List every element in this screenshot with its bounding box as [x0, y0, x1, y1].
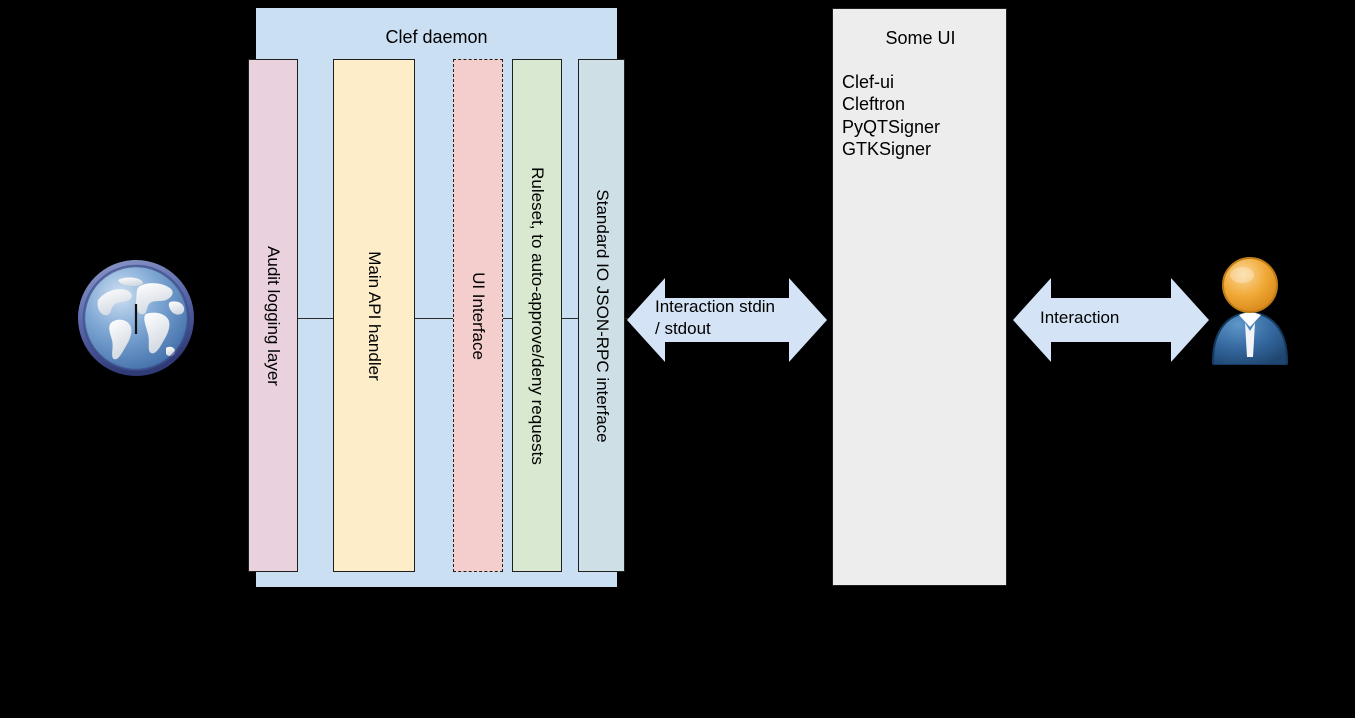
arrow-ui-to-user [1013, 272, 1209, 368]
user-icon [1205, 253, 1295, 366]
layer-label-standard-io-jsonrpc: Standard IO JSON-RPC interface [592, 188, 612, 443]
connector-audit-api [298, 318, 333, 319]
layer-label-ruleset: Ruleset, to auto-approve/deny requests [528, 166, 547, 465]
layer-box-audit-logging[interactable]: Audit logging layer [248, 59, 298, 572]
some-ui-title: Some UI [885, 28, 956, 48]
layer-box-main-api-handler[interactable]: Main API handler [333, 59, 415, 572]
connector-stdio-arrow [625, 318, 631, 319]
clef-daemon-title: Clef daemon [385, 27, 488, 47]
layer-box-standard-io-jsonrpc[interactable]: Standard IO JSON-RPC interface [578, 59, 625, 572]
some-ui-list: Clef-ui Cleftron PyQTSigner GTKSigner [842, 71, 940, 160]
arrow-label-daemon-to-ui: Interaction stdin / stdout [655, 297, 776, 338]
some-ui-panel: Some UI Clef-ui Cleftron PyQTSigner GTKS… [832, 8, 1007, 586]
list-item: GTKSigner [842, 138, 932, 159]
connector-api-uiiface [415, 318, 453, 319]
layer-label-ui-interface: UI Interface [469, 271, 488, 360]
globe-icon [74, 256, 198, 380]
list-item: PyQTSigner [842, 116, 941, 137]
list-item: Cleftron [842, 94, 906, 115]
layer-label-main-api-handler: Main API handler [365, 250, 384, 381]
layer-box-ui-interface[interactable]: UI Interface [453, 59, 503, 572]
arrow-label-ui-to-user: Interaction [1040, 308, 1120, 327]
layer-box-ruleset[interactable]: Ruleset, to auto-approve/deny requests [512, 59, 562, 572]
arrow-daemon-to-ui [627, 272, 827, 368]
layer-label-audit-logging: Audit logging layer [264, 245, 283, 386]
clef-daemon-panel: Clef daemon [256, 8, 617, 587]
list-item: Clef-ui [842, 72, 895, 92]
connector-uiiface-ruleset [503, 318, 512, 319]
connector-ruleset-stdio [562, 318, 578, 319]
